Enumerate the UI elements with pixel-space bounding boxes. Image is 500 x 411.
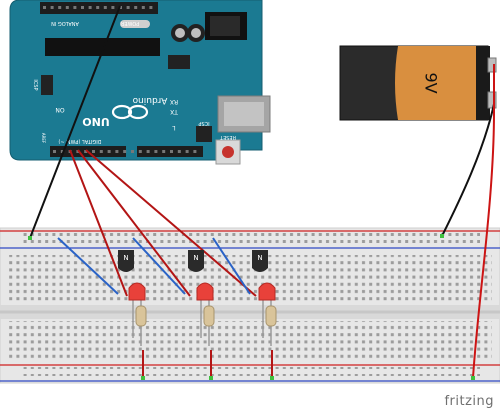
tx-label: TX <box>170 108 179 115</box>
bottom-rail-holes-b <box>22 374 480 380</box>
header-pin <box>193 150 197 153</box>
led-3 <box>258 282 276 346</box>
usb-port-inner <box>224 102 264 126</box>
aref-label: AREF <box>41 133 46 144</box>
header-pin <box>88 6 92 9</box>
header-pin <box>146 150 150 153</box>
header-pin <box>73 6 77 9</box>
blue-wire-2 <box>132 237 186 295</box>
header-pin <box>123 150 127 153</box>
icsp2-label: ICSP <box>198 120 209 126</box>
capacitor-2-top <box>191 28 201 38</box>
header-pin <box>138 150 142 153</box>
black-wire-battery <box>441 103 495 237</box>
header-pin <box>43 6 46 9</box>
header-pin <box>50 6 54 9</box>
header-pin <box>154 150 158 153</box>
red-wire-battery <box>472 64 495 379</box>
header-pin <box>170 150 173 153</box>
battery-label-band <box>395 46 476 120</box>
capacitor-1-top <box>175 28 185 38</box>
header-pin <box>92 150 95 153</box>
header-pin <box>141 6 145 9</box>
red-wire-pin-2 <box>77 149 191 297</box>
breadboard <box>0 227 500 384</box>
transistor-3-label: N <box>257 254 262 262</box>
on-label: ON <box>55 106 64 113</box>
battery-terminal-cap <box>476 46 490 120</box>
transistor-2: N <box>188 250 204 272</box>
arduino-board: Arduino UNO DIGITAL (PWM ~) ANALOG IN PO… <box>9 0 271 165</box>
transistor-3: N <box>252 250 268 272</box>
icsp-header-left <box>41 75 53 95</box>
header-pin <box>119 6 122 9</box>
resistor-3 <box>265 305 277 327</box>
header-pin <box>65 6 69 9</box>
header-pin <box>134 6 138 9</box>
transistor-1-label: N <box>123 254 128 262</box>
led-2 <box>196 282 214 346</box>
header-pin <box>107 150 111 153</box>
arduino-brand-label: Arduino <box>132 95 167 105</box>
power-header-label: POWER <box>120 20 139 26</box>
red-wire-pin-3 <box>85 149 257 297</box>
crystal <box>120 20 150 28</box>
bottom-rail-holes-a <box>22 367 480 373</box>
atmega-chip <box>45 38 160 56</box>
top-header-pins <box>43 6 153 9</box>
led-l-label: L <box>172 124 176 131</box>
resistor-2 <box>203 305 215 327</box>
header-pin <box>99 150 103 153</box>
header-pin <box>131 150 134 153</box>
battery-9v: 9V <box>339 45 497 121</box>
resistor-1 <box>135 305 147 327</box>
transistor-1: N <box>118 250 134 272</box>
connection-highlights <box>28 234 475 380</box>
arduino-model-label: UNO <box>82 115 110 128</box>
top-rail-holes-b <box>22 240 480 246</box>
battery-terminal-pos <box>487 57 497 73</box>
terminal-area-bottom <box>8 321 492 361</box>
terminal-area-top <box>8 255 492 303</box>
icsp-label: ICSP <box>32 79 38 90</box>
header-pin <box>111 6 115 9</box>
battery-label: 9V <box>422 72 441 93</box>
wires <box>29 5 495 380</box>
blue-wire-1 <box>57 237 119 295</box>
header-pin <box>84 150 88 153</box>
analog-header-label: ANALOG IN <box>51 20 79 26</box>
header-pin <box>185 150 189 153</box>
fritzing-watermark: fritzing <box>444 394 494 409</box>
red-wire-pin-1 <box>69 149 128 297</box>
digital-header-label: DIGITAL (PWM ~) <box>58 138 101 144</box>
header-pin <box>177 150 181 153</box>
top-rail-holes-a <box>22 233 480 239</box>
header-pin <box>81 6 84 9</box>
header-pin <box>96 6 100 9</box>
dc-jack-inner <box>210 16 240 36</box>
header-pin <box>162 150 166 153</box>
header-pin <box>115 150 119 153</box>
arduino-logo <box>111 104 149 120</box>
smd-chip <box>168 55 190 69</box>
blue-wire-3 <box>212 237 251 295</box>
rx-label: RX <box>170 98 178 105</box>
header-pin <box>60 150 64 153</box>
reset-button-cap <box>222 146 234 158</box>
reset-label: RESET <box>219 134 236 140</box>
battery-terminal-neg <box>487 91 497 109</box>
header-pin <box>103 6 107 9</box>
transistor-2-label: N <box>193 254 198 262</box>
header-pin <box>53 150 56 153</box>
icsp-header-right <box>196 126 212 142</box>
header-pin <box>126 6 130 9</box>
header-pin <box>149 6 153 9</box>
header-pin <box>58 6 62 9</box>
black-wire-arduino-gnd <box>29 5 121 239</box>
